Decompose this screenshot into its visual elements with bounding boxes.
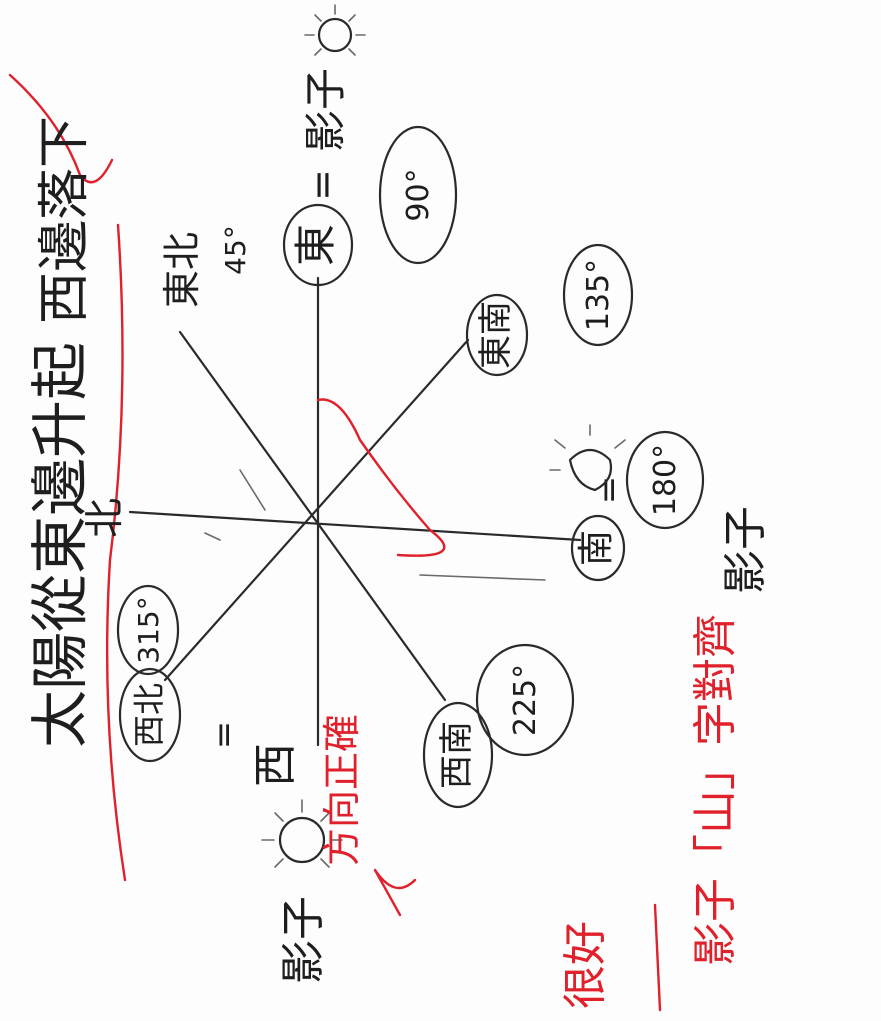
label-south: 南: [576, 530, 617, 566]
underline-red: [107, 225, 125, 880]
shadow-label-south: 影子: [720, 506, 771, 594]
teacher-note-side: 方向正確: [320, 714, 364, 866]
angle-southeast: 135°: [581, 259, 616, 331]
label-southwest: 西南: [437, 721, 477, 789]
sun-icon: [305, 5, 365, 55]
equals-west: =: [204, 721, 244, 750]
sketch-stroke: [420, 575, 545, 580]
title-sentence-end: 西邊落下: [35, 116, 95, 324]
title-sentence: 太陽從東邊升起: [26, 342, 94, 748]
angle-east: 90°: [401, 168, 436, 221]
label-northwest: 西北: [130, 683, 168, 747]
label-east: 東: [291, 224, 340, 266]
check-mark-center: [318, 400, 444, 556]
arrow-mark: [375, 870, 415, 915]
angle-south: 180°: [648, 444, 683, 516]
label-northeast: 東北: [160, 232, 204, 308]
label-west: 西: [250, 743, 301, 787]
angle-northwest: 315°: [132, 596, 165, 663]
shadow-label-west: 影子: [278, 896, 329, 984]
teacher-note-right: 影子「山」字對齊: [690, 614, 741, 966]
teacher-note-bottom: 很好: [560, 921, 611, 1009]
angle-southwest: 225°: [508, 664, 543, 736]
sentence-part1: 太陽從東邊升起: [26, 342, 94, 748]
sketch-stroke: [205, 533, 220, 540]
shadow-label-east: 影子: [301, 68, 350, 152]
label-southeast: 東南: [476, 301, 516, 369]
label-north: 北: [82, 498, 128, 538]
divider-red: [655, 905, 660, 1010]
equals-east: =: [300, 169, 344, 201]
axis-north-south: [130, 512, 580, 540]
angle-northeast: 45°: [219, 225, 252, 275]
axis-southeast-northwest: [165, 340, 468, 680]
sentence-part2: 西邊落下: [35, 116, 95, 324]
sketch-stroke: [240, 470, 265, 510]
